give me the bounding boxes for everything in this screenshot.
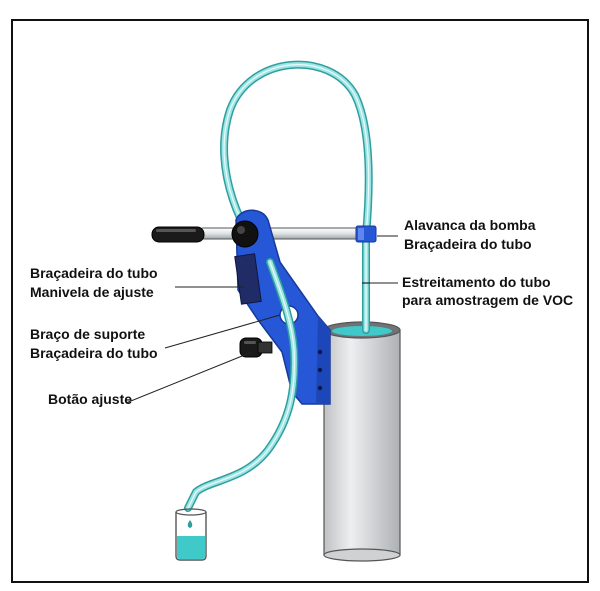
- label-tube-clamp-mid: Braçadeira do tubo: [30, 345, 158, 361]
- label-tube-clamp-top: Braçadeira do tubo: [404, 236, 532, 252]
- discharge-tube: [184, 258, 299, 512]
- label-adjust-knob: Botão ajuste: [48, 391, 133, 407]
- leader-lines: [125, 235, 398, 404]
- tube-clamp-top: [355, 225, 377, 243]
- sample-beaker: [175, 508, 207, 561]
- well-casing: [323, 321, 401, 562]
- label-adjust-crank: Manivela de ajuste: [30, 284, 154, 300]
- adjust-knob: [239, 337, 273, 358]
- water-drop: [187, 520, 193, 528]
- label-tube-clamp-left: Braçadeira do tubo: [30, 265, 158, 281]
- label-tube-constriction-1: Estreitamento do tubo: [402, 274, 551, 290]
- label-pump-lever: Alavanca da bomba: [404, 217, 536, 233]
- label-tube-constriction-2: para amostragem de VOC: [402, 292, 574, 308]
- diagram-frame: [11, 19, 589, 583]
- label-support-arm: Braço de suporte: [30, 326, 146, 342]
- sample-tube: [220, 60, 373, 334]
